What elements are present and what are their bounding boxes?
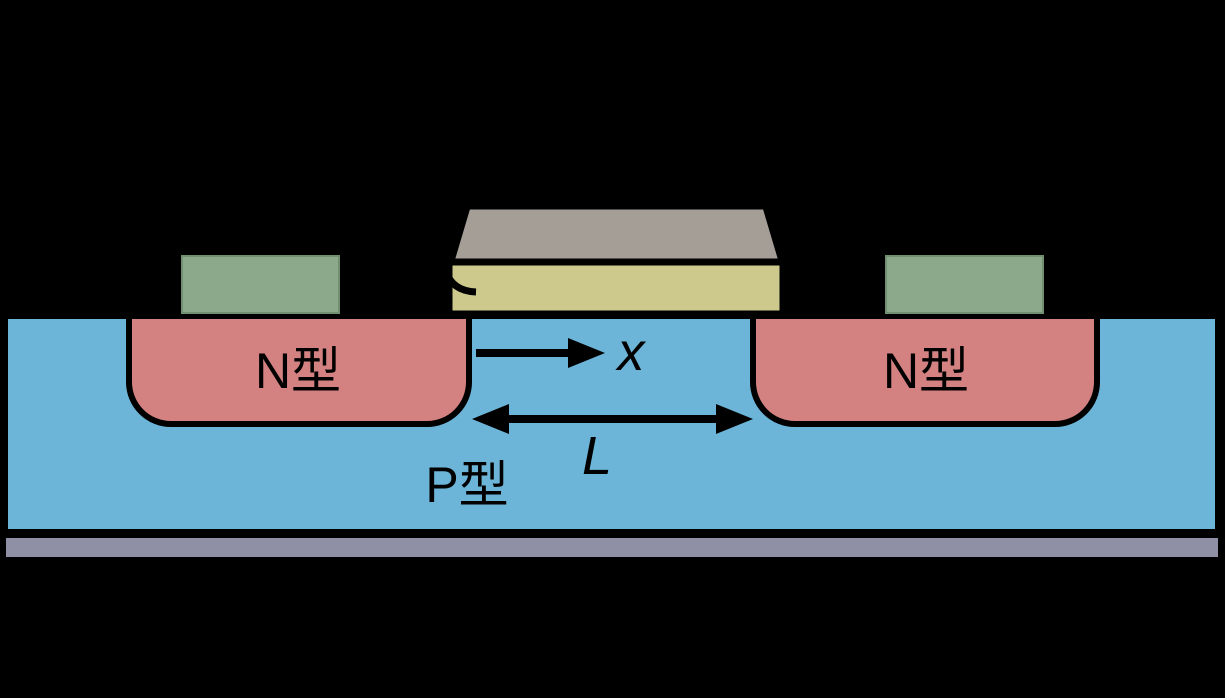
x-axis-label: x xyxy=(617,322,645,382)
oxide-leader-curve-icon xyxy=(442,269,477,296)
n-region-left xyxy=(126,313,472,427)
drain-contact xyxy=(885,255,1044,314)
gate-oxide xyxy=(447,260,785,316)
source-contact xyxy=(181,255,340,314)
n-region-right xyxy=(750,313,1100,427)
back-contact-layer xyxy=(6,538,1218,557)
gate-electrode xyxy=(448,204,785,264)
p-substrate-label: P型 xyxy=(425,457,509,513)
channel-length-label: L xyxy=(581,426,613,486)
n-region-left-label: N型 xyxy=(254,343,342,399)
n-region-right-label: N型 xyxy=(882,343,970,399)
